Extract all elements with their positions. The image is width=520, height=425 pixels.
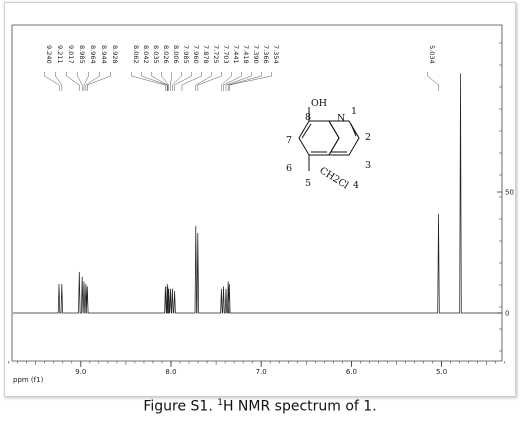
peak-label: 8.006	[172, 45, 180, 64]
x-tick-label: 8.0	[165, 368, 176, 376]
peak-label-connector	[131, 72, 166, 91]
molecule-pos-4: 4	[353, 180, 359, 191]
caption-prefix: Figure S1.	[143, 398, 218, 415]
peak-label-connector	[197, 72, 222, 91]
peak-label: 8.944	[100, 45, 108, 64]
peak-label: 7.985	[182, 45, 190, 64]
molecule-ch2cl-label: CH2Cl	[317, 165, 350, 191]
peak-label-connector	[229, 72, 272, 91]
x-axis-major-ticks: 9.0 8.0 7.0 6.0 5.0	[75, 361, 447, 376]
peak-label: 9.240	[45, 45, 53, 64]
peak-label-connector	[66, 72, 80, 91]
peak-label-connector	[221, 72, 232, 91]
peak-label-connector	[170, 72, 172, 91]
molecule-oh-label: OH	[311, 98, 327, 109]
peak-label-connector	[195, 72, 212, 91]
x-tick-label: 7.0	[256, 368, 267, 376]
peak-label-connector	[227, 72, 262, 91]
peak-label-connector	[225, 72, 252, 91]
peak-label-connector	[427, 72, 439, 91]
peak-label: 7.725	[212, 45, 220, 64]
y-axis-minor-ticks	[499, 42, 502, 352]
peak-label: 5.034	[428, 45, 436, 64]
x-tick-label: 6.0	[346, 368, 357, 376]
molecule-pos-7: 7	[286, 135, 292, 146]
molecule-pos-8: 8	[305, 112, 311, 123]
peak-label: 8.964	[89, 45, 97, 64]
peak-label: 7.354	[272, 45, 280, 64]
peak-label-connector	[172, 72, 182, 91]
peak-label: 7.366	[262, 45, 270, 64]
peak-label-connector	[181, 72, 202, 91]
peak-label-connector	[85, 72, 100, 91]
caption-text: H NMR spectrum of 1.	[222, 398, 377, 415]
x-axis-minor-ticks	[8, 361, 506, 365]
x-tick-label: 5.0	[436, 368, 447, 376]
peak-label-connector	[174, 72, 192, 91]
peak-label: 8.985	[78, 45, 86, 64]
peak-label: 8.035	[152, 45, 160, 64]
peak-label-connector	[55, 72, 63, 91]
peak-label-connector	[44, 72, 60, 91]
molecule-double-bond	[301, 123, 312, 139]
caption-superscript: 1	[217, 398, 223, 408]
molecule-benzene-ring	[298, 120, 340, 156]
molecule-pos-5: 5	[305, 178, 311, 189]
peak-label-connectors	[44, 72, 439, 91]
molecule-double-bond	[350, 123, 357, 137]
peak-label: 8.042	[142, 45, 150, 64]
peak-label: 8.062	[132, 45, 140, 64]
peak-label-connector	[223, 72, 242, 91]
y-tick-label: 50	[505, 189, 514, 197]
peak-label-connector	[87, 72, 111, 91]
peak-label: 7.390	[252, 45, 260, 64]
peak-label-connector	[141, 72, 168, 91]
peak-label: 7.418	[242, 45, 250, 64]
peak-label: 8.928	[111, 45, 119, 64]
molecule-structure	[298, 107, 360, 171]
molecule-pos-1: 1	[351, 106, 357, 117]
peak-label: 7.441	[232, 45, 240, 64]
molecule-n-label: N	[337, 113, 345, 124]
peak-label: 9.017	[67, 45, 75, 64]
peak-label-connector	[161, 72, 169, 91]
spectrum-trace	[13, 73, 501, 314]
peak-label-connector	[77, 72, 83, 91]
x-axis-title: ppm (f1)	[13, 376, 44, 384]
figure-caption: Figure S1. 1H NMR spectrum of 1.	[0, 398, 520, 415]
peak-label-connector	[151, 72, 169, 91]
peak-label-connector	[83, 72, 89, 91]
molecule-pos-6: 6	[286, 163, 292, 174]
molecule-pos-2: 2	[365, 132, 371, 143]
peak-label: 9.211	[56, 45, 64, 64]
molecule-pyridine-ring	[328, 120, 360, 156]
peak-label: 8.026	[162, 45, 170, 64]
molecule-pos-3: 3	[365, 160, 371, 171]
y-axis-major-ticks: 50 0	[497, 189, 514, 318]
x-tick-label: 9.0	[75, 368, 86, 376]
peak-label: 7.960	[192, 45, 200, 64]
peak-label: 7.878	[202, 45, 210, 64]
y-tick-label: 0	[505, 310, 509, 318]
peak-label: 7.703	[222, 45, 230, 64]
